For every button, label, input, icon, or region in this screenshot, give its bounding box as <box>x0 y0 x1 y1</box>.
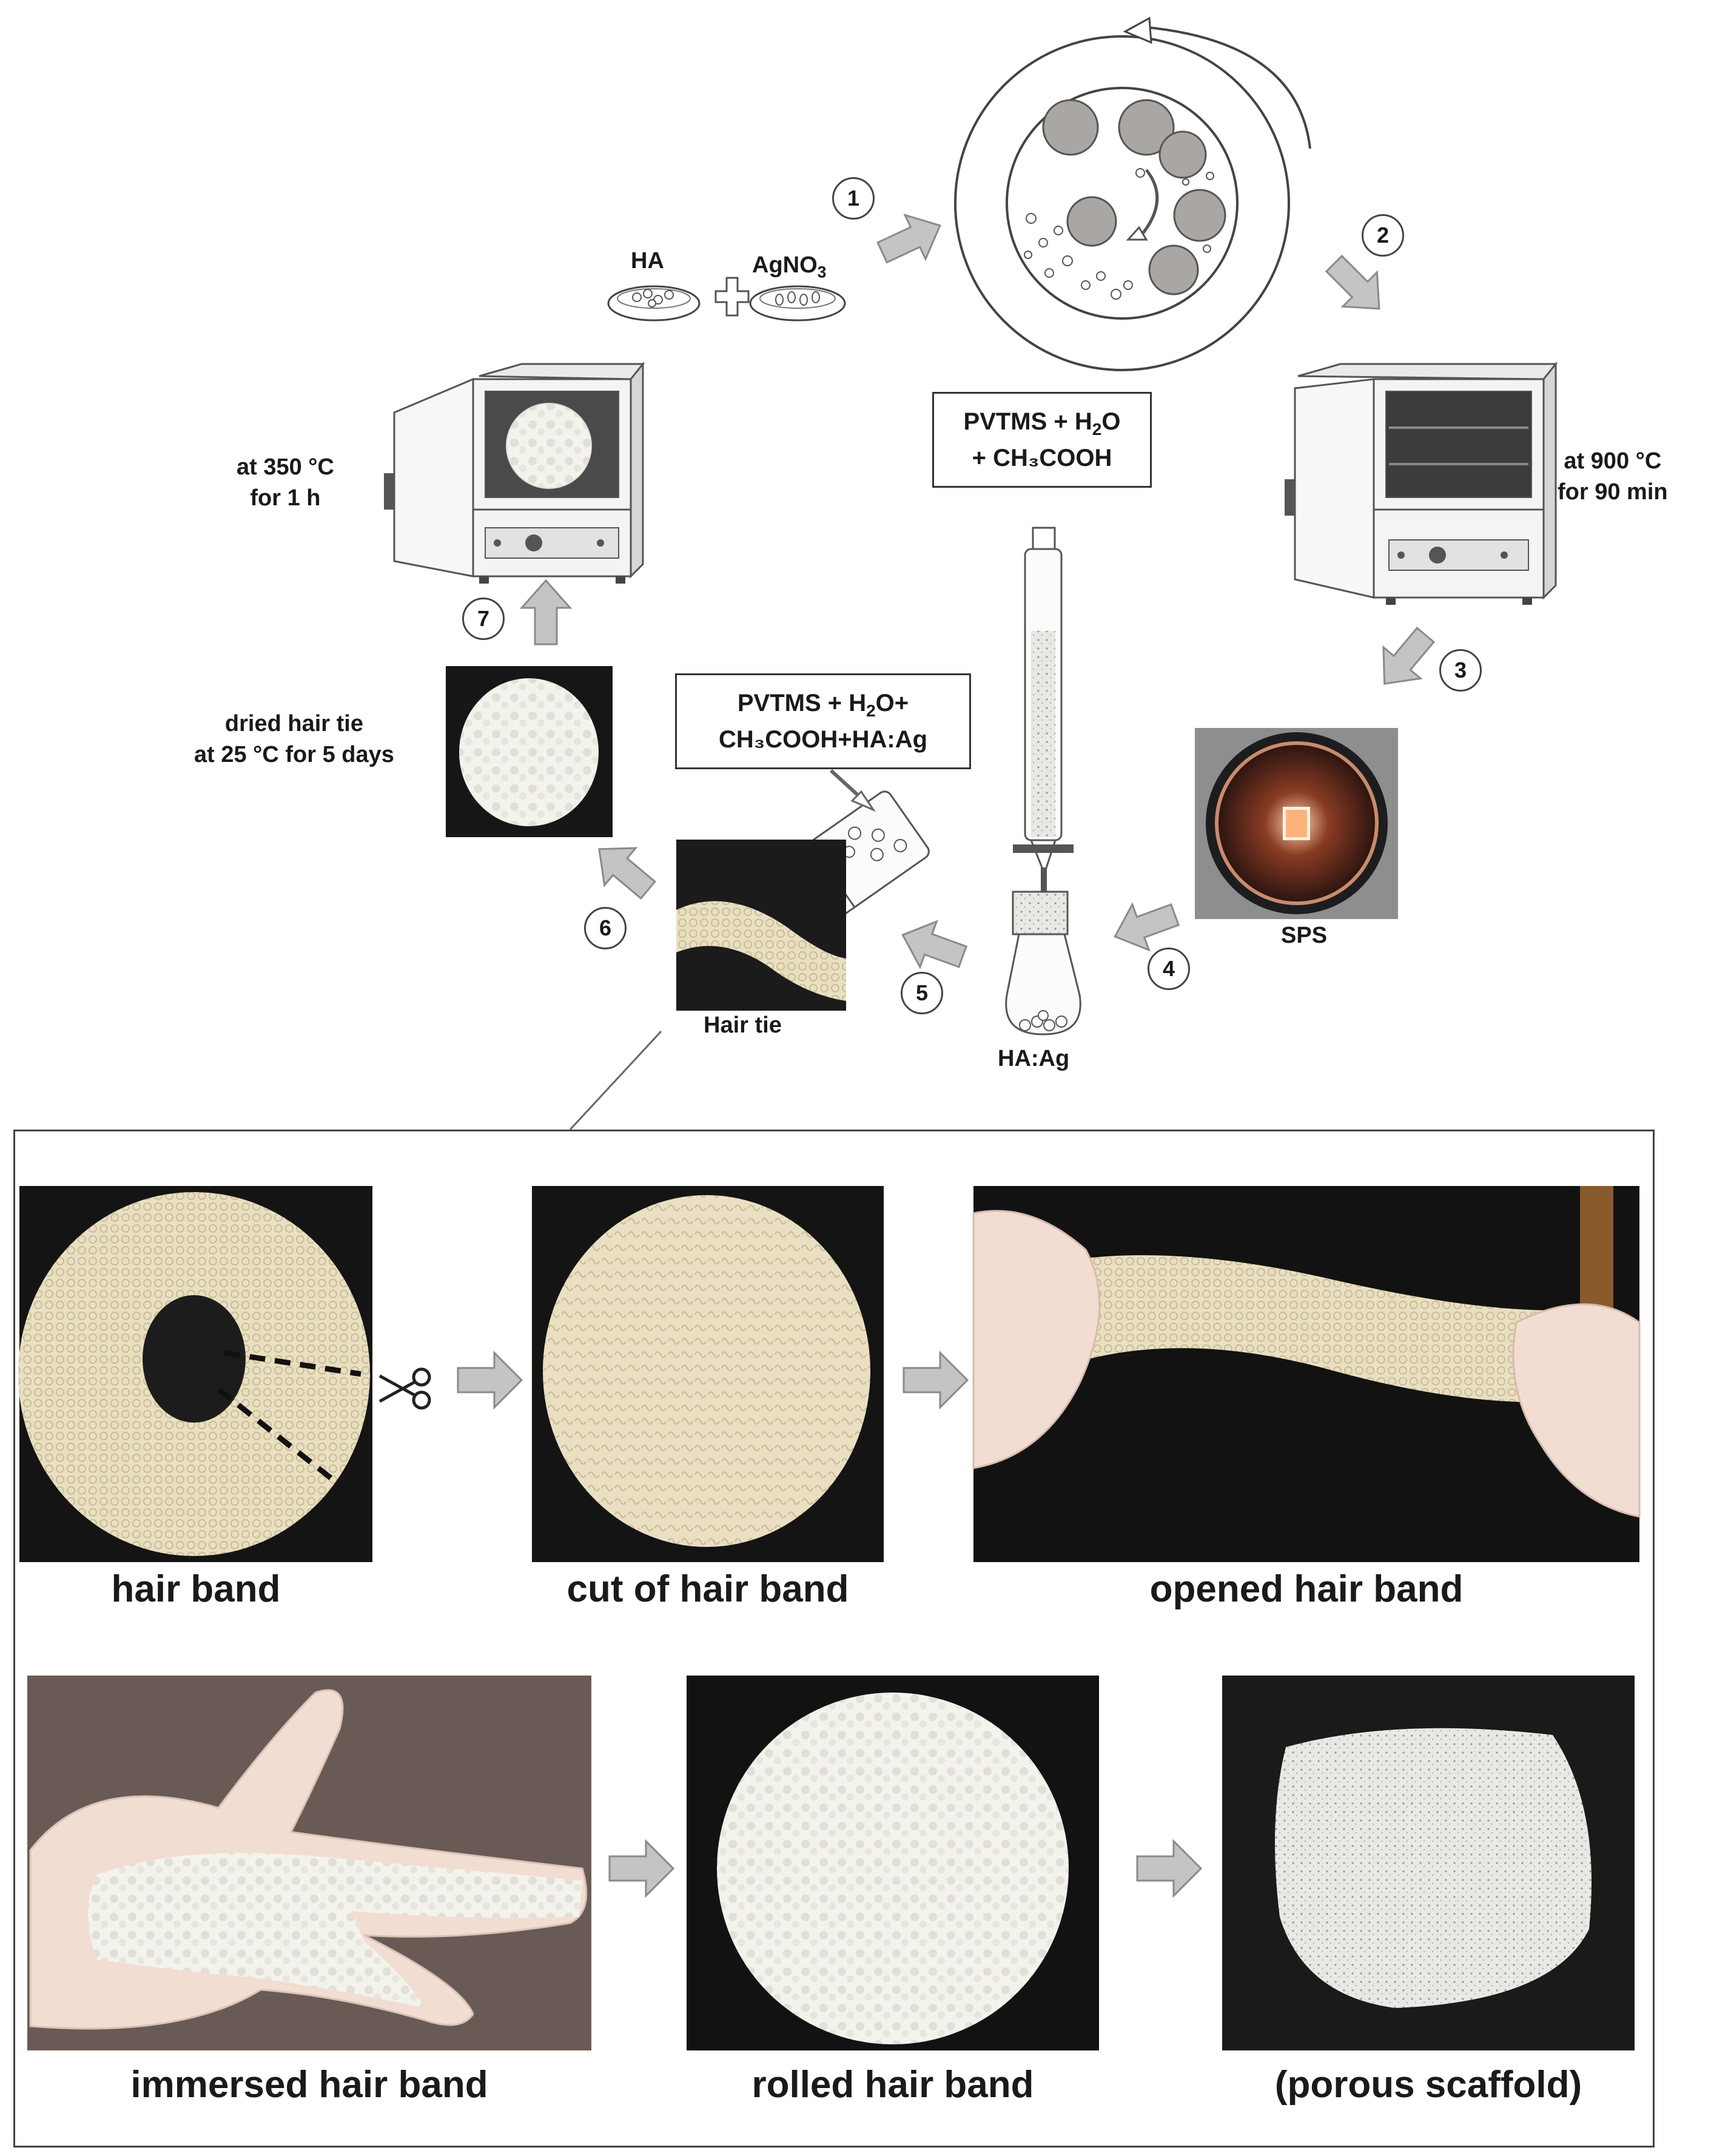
sps-label: SPS <box>1281 923 1328 948</box>
mix-reagent-line1: PVTMS + H2O+ <box>737 689 909 720</box>
connector-line <box>569 1030 662 1131</box>
hair-band-photo <box>18 1186 372 1562</box>
ball-mill <box>954 16 1311 371</box>
ha-label: HA <box>631 248 664 274</box>
agno3-dish <box>749 285 846 322</box>
examples-panel <box>13 1130 1655 2148</box>
agno3-subscript: 3 <box>817 263 827 281</box>
burette-reagent-line2: + CH₃COOH <box>972 445 1112 472</box>
dried-label-line2: at 25 °C for 5 days <box>194 742 394 768</box>
furnace-right <box>1285 361 1558 605</box>
caption-porous-scaffold: (porous scaffold) <box>1274 2064 1582 2106</box>
step-7: 7 <box>462 598 505 640</box>
burette-reagent-line1: PVTMS + H2O <box>963 408 1121 439</box>
furnace-right-time: for 90 min <box>1558 479 1668 505</box>
furnace-left-label: at 350 °C for 1 h <box>237 452 334 514</box>
step-2: 2 <box>1362 214 1404 257</box>
furnace-left-time: for 1 h <box>250 485 321 511</box>
step-4: 4 <box>1148 948 1190 990</box>
panel-arrows <box>457 1350 1203 1898</box>
caption-cut-hair-band: cut of hair band <box>566 1568 849 1610</box>
opened-hair-band-photo <box>972 1186 1641 1562</box>
hair-tie-photo <box>676 840 846 1011</box>
caption-opened-hair-band: opened hair band <box>1149 1568 1464 1610</box>
pour-arrow <box>829 769 876 812</box>
caption-hair-band: hair band <box>111 1568 281 1610</box>
furnace-right-label: at 900 °C for 90 min <box>1558 446 1668 508</box>
immersed-hair-band-photo <box>27 1676 591 2050</box>
furnace-left-temp: at 350 °C <box>237 454 334 480</box>
agno3-label: AgNO3 <box>752 250 826 283</box>
furnace-left <box>384 361 645 584</box>
step-1: 1 <box>832 177 875 220</box>
step-6: 6 <box>584 907 627 949</box>
sps-photo <box>1195 728 1398 919</box>
furnace-right-temp: at 900 °C <box>1564 448 1662 474</box>
porous-scaffold-photo <box>1222 1676 1635 2050</box>
mix-reagent-box: PVTMS + H2O+ CH₃COOH+HA:Ag <box>675 673 971 769</box>
burette-reagent-box: PVTMS + H2O + CH₃COOH <box>932 392 1152 488</box>
step-5: 5 <box>901 972 943 1014</box>
ha-ag-label: HA:Ag <box>998 1046 1070 1071</box>
caption-immersed-hair-band: immersed hair band <box>130 2064 488 2106</box>
scissors-icon <box>378 1367 431 1410</box>
step-3: 3 <box>1439 649 1482 692</box>
dried-hair-tie-label: dried hair tie at 25 °C for 5 days <box>194 709 394 771</box>
hair-tie-label: Hair tie <box>704 1012 782 1038</box>
rolled-hair-band-photo <box>687 1676 1099 2050</box>
process-arrows <box>519 214 1436 969</box>
plus-icon <box>714 277 750 317</box>
caption-rolled-hair-band: rolled hair band <box>751 2064 1034 2106</box>
ha-dish <box>607 285 701 322</box>
flask-ha-ag <box>1005 891 1081 1036</box>
agno3-text: AgNO <box>752 252 818 278</box>
mix-reagent-line2: CH₃COOH+HA:Ag <box>718 726 928 753</box>
dried-label-line1: dried hair tie <box>224 711 363 736</box>
burette <box>1013 527 1074 892</box>
cut-hair-band-photo <box>532 1186 884 1562</box>
dried-hair-tie-photo <box>446 666 613 837</box>
